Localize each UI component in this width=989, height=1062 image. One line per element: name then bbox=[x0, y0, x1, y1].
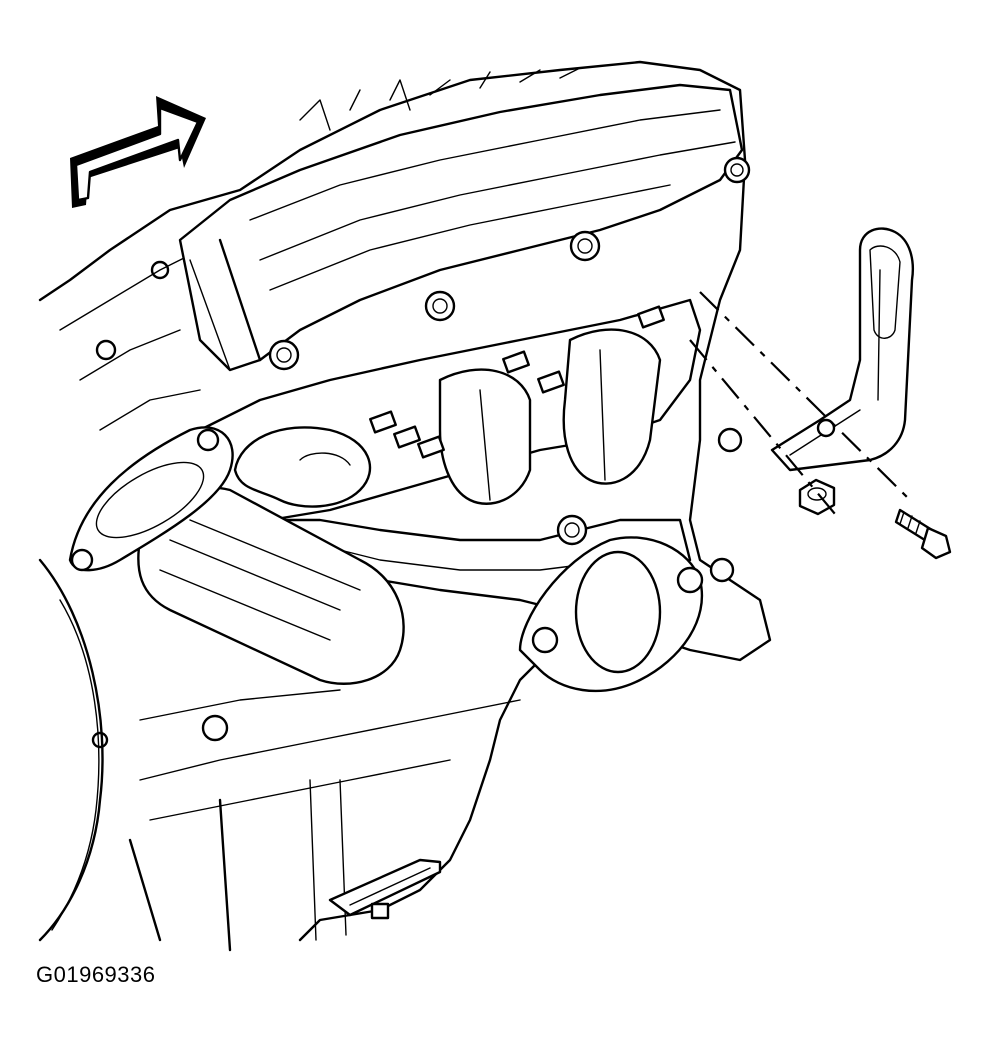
engine-block bbox=[38, 60, 772, 952]
exhaust-manifold bbox=[68, 298, 743, 693]
figure-caption: G01969336 bbox=[36, 962, 156, 987]
valve-cover-bolt-icon bbox=[268, 156, 751, 371]
bracket-nut-icon bbox=[798, 478, 836, 516]
front-direction-arrow-icon bbox=[70, 96, 206, 208]
valve-cover bbox=[178, 67, 751, 372]
flywheel-housing bbox=[38, 260, 229, 942]
bracket-bolt-icon bbox=[894, 508, 952, 560]
engine-exhaust-manifold-diagram bbox=[38, 60, 952, 952]
exhaust-heat-shield-bracket bbox=[689, 227, 952, 560]
manifold-bolt-icon bbox=[369, 305, 743, 583]
